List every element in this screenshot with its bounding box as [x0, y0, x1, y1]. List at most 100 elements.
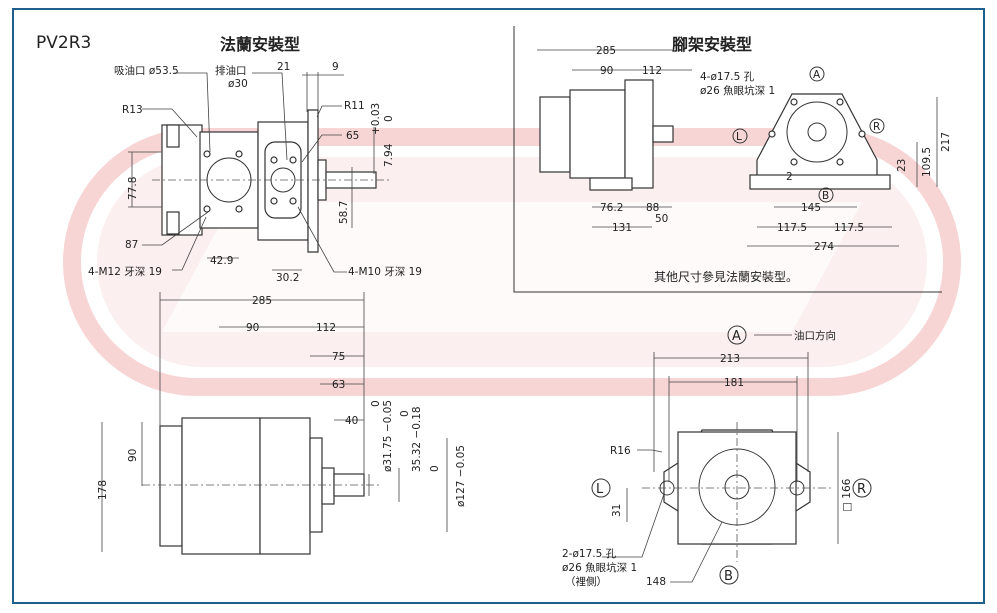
- flange-mount-plate: [307, 109, 319, 253]
- foot-dim-50: 50: [655, 213, 668, 225]
- foot-end-bore-outer: [786, 101, 848, 163]
- technical-drawing: PV2R3 法蘭安裝型: [36, 26, 961, 588]
- flange-m12-label: 4-M12 牙深 19: [88, 266, 162, 278]
- end-hole-label-1: 2-ø17.5 孔: [562, 547, 617, 560]
- foot-end-body: [756, 93, 878, 186]
- flange-dim-r13: R13: [122, 104, 143, 116]
- flange-suction-bolts: [203, 150, 243, 213]
- side-tol-1-top: 0: [370, 400, 382, 407]
- foot-end-holes: [768, 98, 866, 166]
- foot-view: 腳架安裝型 A L: [537, 35, 952, 284]
- side-dim-178: 178: [97, 480, 109, 500]
- end-label-l: L: [596, 482, 604, 497]
- foot-dim-lines: [537, 49, 938, 247]
- flange-tol-plus: +0.03: [370, 103, 382, 135]
- foot-label-l: L: [736, 131, 742, 143]
- side-body-front: [259, 417, 311, 555]
- foot-dim-145: 145: [801, 202, 821, 214]
- foot-label-b-circle: [818, 187, 834, 203]
- foot-end-bore-inner: [807, 122, 827, 142]
- flange-dim-77-8: 77.8: [127, 177, 139, 200]
- foot-label-r: R: [873, 121, 880, 133]
- side-tol-3-top: 0: [429, 465, 441, 472]
- flange-dim-9: 9: [332, 61, 339, 73]
- foot-dim-112: 112: [642, 65, 662, 77]
- foot-dim-274: 274: [814, 241, 834, 253]
- foot-dim-217: 217: [940, 132, 952, 152]
- end-dim-213: 213: [720, 353, 740, 365]
- foot-label-a-circle: [809, 66, 825, 82]
- end-dim-r16: R16: [610, 445, 631, 457]
- side-tol-2-top: 0: [399, 410, 411, 417]
- foot-end-base: [749, 174, 891, 190]
- foot-dim-76-2: 76.2: [600, 202, 623, 214]
- end-label-a: A: [732, 329, 741, 344]
- side-body-rear: [181, 417, 261, 555]
- foot-dim-2: 2: [786, 171, 793, 183]
- foot-dim-88: 88: [646, 202, 659, 214]
- foot-label-b: B: [822, 190, 829, 202]
- foot-dim-117-5-b: 117.5: [834, 222, 864, 234]
- end-oil-direction: 油口方向: [794, 329, 836, 342]
- drawing-frame: PV2R3 法蘭安裝型: [12, 8, 985, 604]
- foot-shaft: [652, 125, 674, 143]
- flange-dim-21: 21: [277, 61, 290, 73]
- side-rear-cover: [159, 425, 183, 547]
- foot-note: 其他尺寸參見法蘭安裝型。: [654, 269, 798, 284]
- foot-dim-117-5-a: 117.5: [777, 222, 807, 234]
- flange-suction-label: 吸油口 ø53.5: [114, 64, 179, 77]
- end-label-a-circle: [727, 325, 747, 345]
- model-label: PV2R3: [36, 33, 91, 53]
- side-pilot: [321, 467, 335, 505]
- end-dim-lines: [602, 334, 839, 583]
- foot-label-l-circle: [732, 128, 748, 144]
- flange-discharge-bolts: [270, 156, 297, 205]
- foot-section-border: [513, 26, 942, 293]
- foot-label-r-circle: [869, 118, 885, 134]
- side-dim-75: 75: [332, 351, 345, 363]
- flange-dim-30-2: 30.2: [276, 272, 299, 284]
- foot-body-rear: [569, 89, 626, 179]
- foot-hole-label-2: ø26 魚眼坑深 1: [700, 84, 775, 97]
- end-dim-166: □ 166: [841, 478, 853, 512]
- side-dim-63: 63: [332, 379, 345, 391]
- foot-dim-90: 90: [600, 65, 613, 77]
- flange-discharge-label-2: ø30: [228, 78, 248, 90]
- flange-dim-65: 65: [346, 130, 359, 142]
- side-dim-112: 112: [316, 322, 336, 334]
- end-label-r: R: [857, 482, 866, 497]
- foot-body-front: [624, 79, 654, 189]
- end-dim-181: 181: [724, 377, 744, 389]
- end-label-b-circle: [719, 565, 739, 585]
- flange-dim-42-9: 42.9: [210, 255, 233, 267]
- side-dim-40: 40: [345, 415, 358, 427]
- foot-title: 腳架安裝型: [672, 35, 752, 54]
- side-dim-90-vert: 90: [127, 449, 139, 462]
- flange-dim-7-94: 7.94: [383, 143, 395, 167]
- foot-bracket-base: [589, 177, 633, 191]
- foot-hole-label-1: 4-ø17.5 孔: [700, 70, 755, 83]
- side-dim-127: ø127 −0.05: [455, 445, 467, 507]
- flange-rear-lug-bottom: [166, 211, 180, 235]
- flange-dim-r11: R11: [344, 100, 365, 112]
- flange-dim-87: 87: [125, 239, 138, 251]
- flange-view: 法蘭安裝型: [88, 35, 422, 284]
- side-dim-35-32: 35.32 −0.18: [411, 406, 423, 472]
- end-view: A L R B 油口方向 213 181 R16 □ 166 31 2-ø17.…: [562, 325, 872, 588]
- foot-label-a: A: [813, 69, 821, 81]
- end-dim-148: 148: [646, 576, 666, 588]
- flange-rear-lug-top: [166, 124, 180, 148]
- side-dim-285: 285: [252, 295, 272, 307]
- flange-m10-label: 4-M10 牙深 19: [348, 266, 422, 278]
- end-hole-label-3: （裡側）: [565, 575, 607, 588]
- flange-dim-58-7: 58.7: [338, 201, 350, 224]
- end-label-l-circle: [591, 478, 611, 498]
- foot-dim-285: 285: [596, 45, 616, 57]
- side-dim-90: 90: [246, 322, 259, 334]
- side-dim-lines: [101, 292, 448, 552]
- foot-dim-23: 23: [896, 159, 908, 172]
- foot-dim-131: 131: [612, 222, 632, 234]
- flange-tol-zero: 0: [383, 115, 395, 122]
- end-label-r-circle: [852, 478, 872, 498]
- flange-dim-lines: [128, 72, 375, 273]
